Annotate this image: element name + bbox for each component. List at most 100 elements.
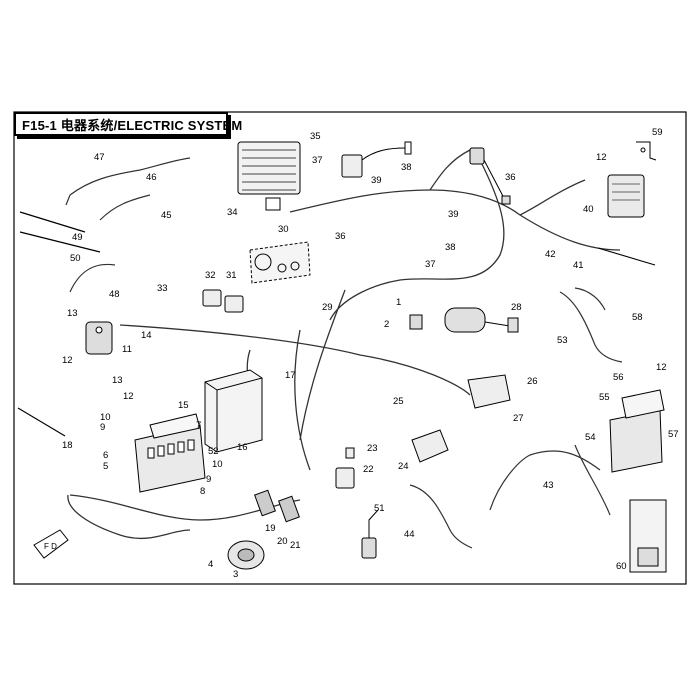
callout-27: 27 — [513, 413, 524, 424]
callout-4: 4 — [208, 559, 213, 570]
harness-53 — [559, 287, 623, 363]
callout-26: 26 — [527, 376, 538, 387]
title-box: F15-1 电器系统/ELECTRIC SYSTEM — [14, 112, 242, 136]
callout-12: 12 — [656, 362, 667, 373]
callout-47: 47 — [94, 152, 105, 163]
callout-13: 13 — [112, 375, 123, 386]
callout-5: 5 — [103, 461, 108, 472]
harness-43-44 — [409, 444, 611, 549]
callout-44: 44 — [404, 529, 415, 540]
callout-14: 14 — [141, 330, 152, 341]
starter-relay-11-13 — [85, 321, 113, 355]
switch-28 — [444, 307, 519, 333]
callout-8: 8 — [200, 486, 205, 497]
callout-60: 60 — [616, 561, 627, 572]
callout-25: 25 — [393, 396, 404, 407]
callout-36: 36 — [505, 172, 516, 183]
connector-51 — [361, 509, 379, 559]
callout-9: 9 — [100, 422, 105, 433]
callout-7: 7 — [196, 420, 201, 431]
callout-10: 10 — [212, 459, 223, 470]
callout-33: 33 — [157, 283, 168, 294]
callout-56: 56 — [613, 372, 624, 383]
callout-17: 17 — [285, 370, 296, 381]
callout-43: 43 — [543, 480, 554, 491]
bracket-59 — [636, 141, 657, 161]
callout-31: 31 — [226, 270, 237, 281]
callout-11: 11 — [122, 344, 132, 355]
front-arrow: F D — [33, 529, 69, 559]
relay-block-37a — [341, 141, 412, 178]
callout-40: 40 — [583, 204, 594, 215]
callout-48: 48 — [109, 289, 120, 300]
relay-22-23 — [335, 447, 355, 489]
callout-53: 53 — [557, 335, 568, 346]
cable-ties-49-50 — [19, 211, 101, 253]
callout-22: 22 — [363, 464, 374, 475]
callout-28: 28 — [511, 302, 522, 313]
callout-45: 45 — [161, 210, 172, 221]
callout-38: 38 — [445, 242, 456, 253]
callout-55: 55 — [599, 392, 610, 403]
relay-24-25 — [411, 429, 449, 463]
callout-18: 18 — [62, 440, 73, 451]
panel-60 — [629, 499, 667, 573]
callout-30: 30 — [278, 224, 289, 235]
callout-20: 20 — [277, 536, 288, 547]
diagram-border — [13, 111, 687, 585]
callout-29: 29 — [322, 302, 333, 313]
callout-54: 54 — [585, 432, 596, 443]
callout-12: 12 — [123, 391, 134, 402]
callout-15: 15 — [178, 400, 189, 411]
callout-42: 42 — [545, 249, 556, 260]
sensor-1-2 — [409, 314, 423, 330]
callout-41: 41 — [573, 260, 584, 271]
callout-12: 12 — [596, 152, 607, 163]
cable-41 — [597, 247, 656, 266]
callout-57: 57 — [668, 429, 679, 440]
cable-45-46-47 — [65, 157, 191, 221]
callout-12: 12 — [62, 355, 73, 366]
callout-labels: 1234567899101011121212121313141516171819… — [62, 127, 679, 580]
callout-59: 59 — [652, 127, 663, 138]
horn-3 — [227, 540, 265, 570]
controller-26 — [467, 374, 511, 409]
callout-2: 2 — [384, 319, 389, 330]
callout-52: 52 — [208, 446, 219, 457]
callout-10: 10 — [100, 412, 111, 423]
callout-13: 13 — [67, 308, 78, 319]
callout-1: 1 — [396, 297, 401, 308]
cable-18 — [17, 407, 66, 437]
battery-16 — [204, 369, 263, 453]
controller-54-57 — [609, 389, 665, 473]
callout-36: 36 — [335, 231, 346, 242]
callout-19: 19 — [265, 523, 276, 534]
callout-9: 9 — [206, 474, 211, 485]
callout-39: 39 — [448, 209, 459, 220]
ecu-40 — [607, 174, 645, 218]
callout-38: 38 — [401, 162, 412, 173]
cable-48 — [69, 263, 116, 293]
svg-text:F D: F D — [44, 542, 57, 551]
page-title: F15-1 电器系统/ELECTRIC SYSTEM — [22, 117, 243, 133]
connectors-19-21 — [254, 489, 300, 523]
callout-23: 23 — [367, 443, 378, 454]
callout-50: 50 — [70, 253, 81, 264]
sensor-36-top — [469, 147, 511, 205]
callout-21: 21 — [290, 540, 301, 551]
callout-58: 58 — [632, 312, 643, 323]
callout-39: 39 — [371, 175, 382, 186]
fuse-box-5-7 — [134, 413, 206, 493]
relay-30 — [249, 241, 311, 284]
callout-49: 49 — [72, 232, 83, 243]
callout-3: 3 — [233, 569, 238, 580]
callout-37: 37 — [425, 259, 436, 270]
callout-35: 35 — [310, 131, 321, 142]
callout-32: 32 — [205, 270, 216, 281]
callout-37: 37 — [312, 155, 323, 166]
callout-24: 24 — [398, 461, 409, 472]
callout-16: 16 — [237, 442, 248, 453]
callout-34: 34 — [227, 207, 238, 218]
regulator-34 — [237, 141, 301, 211]
